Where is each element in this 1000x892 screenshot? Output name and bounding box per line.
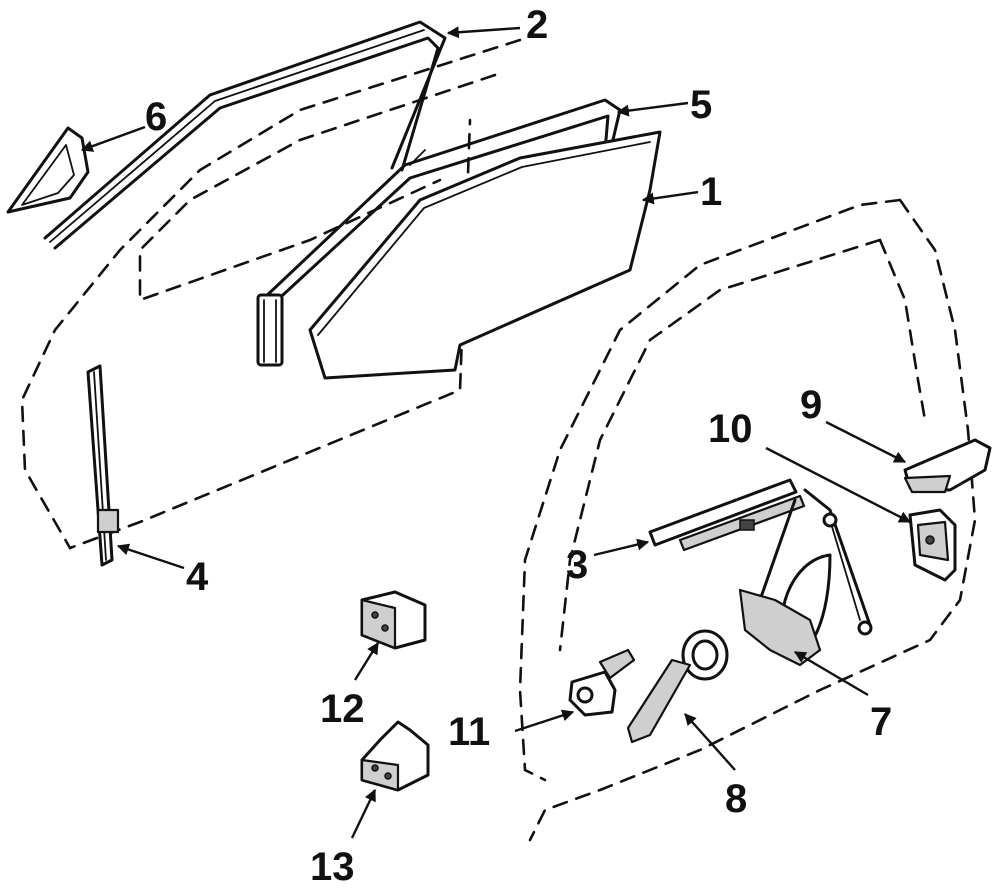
part-10-door-latch [908, 508, 957, 582]
callout-3: 3 [566, 543, 588, 587]
callout-7: 7 [870, 700, 892, 744]
part-1-door-glass [308, 130, 662, 380]
callout-6: 6 [145, 95, 167, 139]
callout-labels: 1 2 3 4 5 6 7 8 9 10 11 12 13 [145, 3, 892, 889]
callout-1: 1 [700, 170, 722, 214]
front-door-outline [20, 38, 522, 550]
part-6-vent-window [6, 126, 90, 214]
part-2-run-channel [43, 20, 447, 250]
part-12-bracket [360, 590, 427, 650]
callout-12: 12 [320, 687, 365, 731]
callout-9: 9 [800, 383, 822, 427]
callout-8: 8 [725, 777, 747, 821]
callout-4: 4 [186, 555, 209, 599]
callout-10: 10 [708, 407, 753, 451]
rear-door-outline [518, 198, 977, 842]
part-4-division-channel [86, 364, 120, 567]
part-9-door-handle [903, 438, 992, 494]
part-3-lower-run-channel [648, 478, 806, 552]
callout-5: 5 [690, 83, 712, 127]
callout-11: 11 [448, 710, 490, 754]
part-11-window-motor [568, 648, 636, 717]
leader-lines [80, 26, 912, 839]
part-13-bracket [360, 720, 430, 792]
part-7-window-regulator [738, 488, 873, 667]
callout-13: 13 [310, 845, 355, 889]
callout-2: 2 [526, 3, 548, 47]
part-8-window-crank [626, 629, 729, 744]
